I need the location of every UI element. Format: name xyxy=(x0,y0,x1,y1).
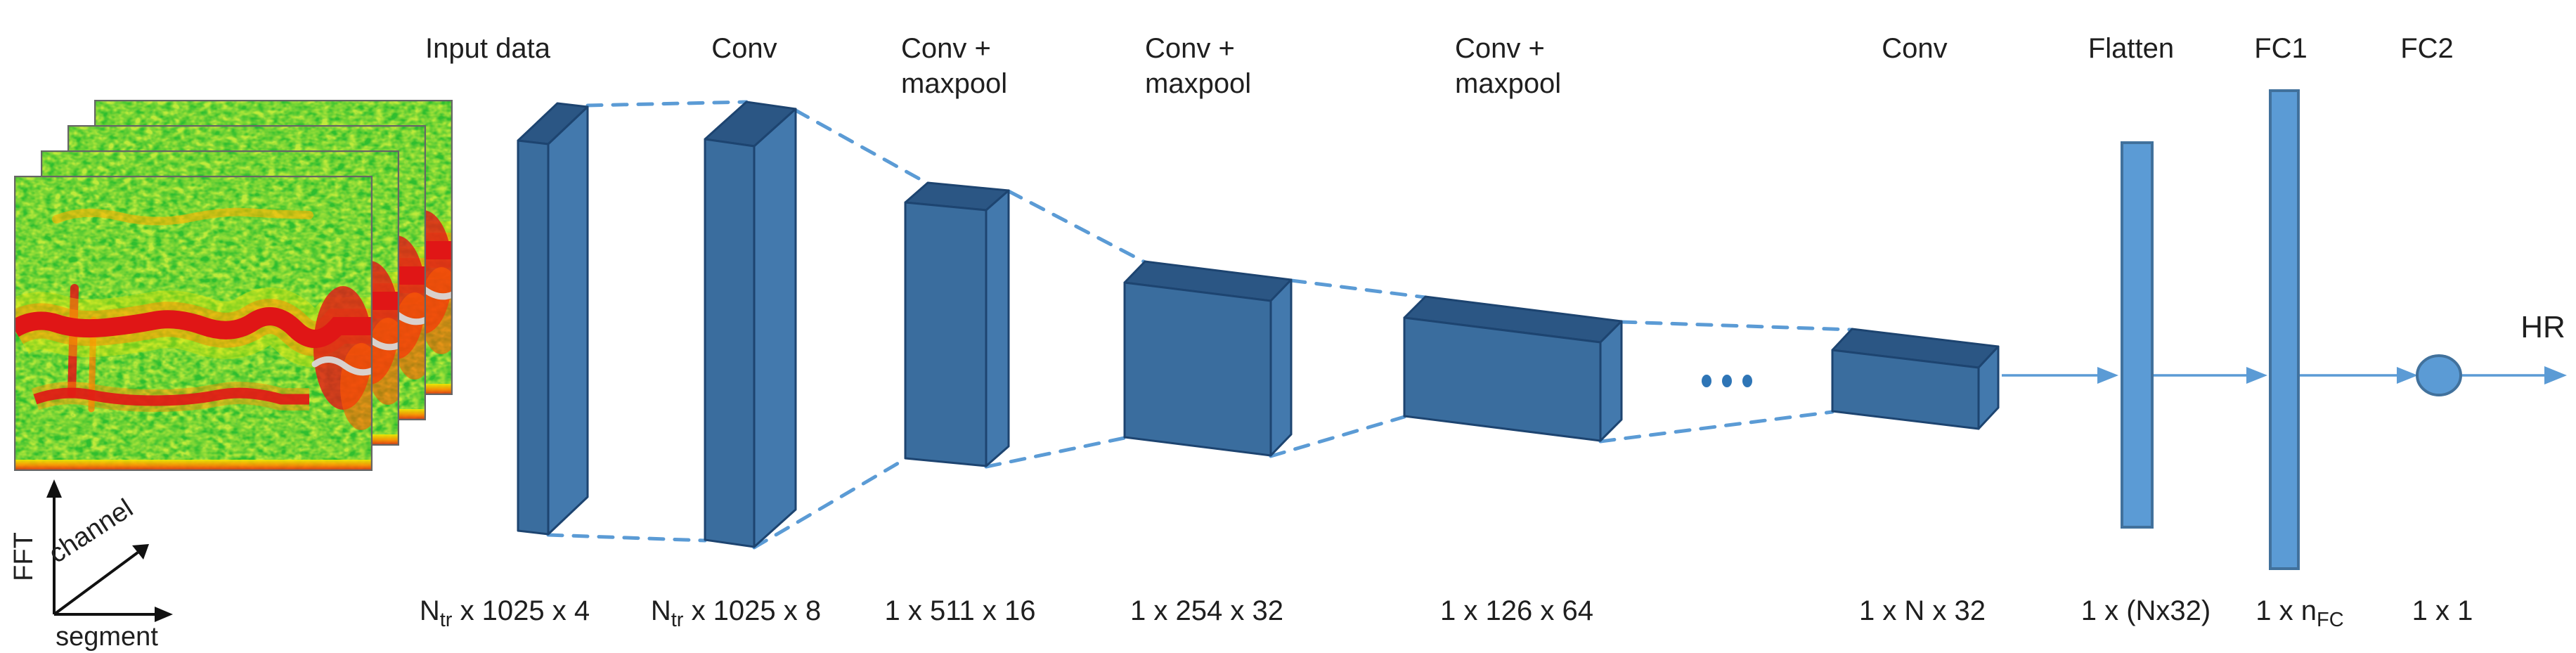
box-front-face xyxy=(1123,281,1272,457)
box-side-face xyxy=(1599,320,1623,442)
input-spectrogram-stack xyxy=(14,100,462,471)
fc1-bar xyxy=(2269,89,2300,570)
box-side-face xyxy=(1269,278,1293,457)
dim-conv1-sub: tr xyxy=(671,609,684,631)
dim-fc1-sub: FC xyxy=(2317,609,2344,631)
spectrogram-layer-1 xyxy=(14,176,382,471)
dim-flatten: 1 x (Nx32) xyxy=(2081,595,2211,626)
layer-box-pool3 xyxy=(1403,295,1623,442)
dimension-labels: Ntr x 1025 x 4 Ntr x 1025 x 8 1 x 511 x … xyxy=(420,595,2473,631)
stage-labels: Input data Conv Conv + maxpool Conv + ma… xyxy=(425,33,2565,344)
label-fc2: FC2 xyxy=(2400,33,2454,64)
connector-top-1 xyxy=(585,100,749,108)
arrow-conv-to-flatten-head-icon xyxy=(2097,367,2118,384)
connector-top-3 xyxy=(1007,189,1147,264)
layer-box-conv-last xyxy=(1831,328,2000,430)
label-input-data: Input data xyxy=(425,33,551,64)
dim-pool1: 1 x 511 x 16 xyxy=(885,595,1036,626)
connector-bottom-4 xyxy=(1269,415,1406,458)
label-conv1: Conv xyxy=(711,33,777,64)
dot-2 xyxy=(1722,375,1732,387)
box-front-face xyxy=(704,138,756,548)
arrow-flatten-to-fc1-head-icon xyxy=(2246,367,2267,384)
arrow-output-head-icon xyxy=(2544,366,2567,384)
box-front-face xyxy=(1831,349,1980,430)
dim-fc2: 1 x 1 xyxy=(2412,595,2473,626)
conv-layer-boxes xyxy=(517,101,2000,548)
connector-bottom-5 xyxy=(1598,410,1834,444)
connector-top-4 xyxy=(1289,278,1428,299)
dim-fc1: 1 x nFC xyxy=(2255,595,2343,631)
dim-conv1-pre: N xyxy=(651,595,671,626)
channel-axis-arrowhead-icon xyxy=(132,544,149,560)
label-conv-maxpool-1-line1: Conv + xyxy=(901,33,991,64)
layer-box-pool2 xyxy=(1123,260,1293,457)
box-side-face xyxy=(753,108,797,548)
label-conv-maxpool-3: Conv + maxpool xyxy=(1455,33,1561,99)
label-conv-maxpool-1: Conv + maxpool xyxy=(901,33,1007,99)
dim-conv-last: 1 x N x 32 xyxy=(1859,595,1986,626)
fc2-neuron xyxy=(2416,354,2462,396)
box-front-face xyxy=(517,139,550,536)
segment-axis-arrowhead-icon xyxy=(155,607,173,622)
dim-conv1: Ntr x 1025 x 8 xyxy=(651,595,821,631)
connector-bottom-2 xyxy=(752,457,907,550)
label-conv-maxpool-2: Conv + maxpool xyxy=(1145,33,1251,99)
flatten-bar xyxy=(2121,141,2154,529)
channel-axis-label: channel xyxy=(44,493,138,569)
label-conv-maxpool-1-line2: maxpool xyxy=(901,68,1007,99)
dim-pool2-pre: 1 x 254 x 32 xyxy=(1130,595,1283,626)
dim-input-pre: N xyxy=(420,595,440,626)
label-conv-maxpool-3-line1: Conv + xyxy=(1455,33,1545,64)
box-front-face xyxy=(904,201,988,467)
dim-pool3-pre: 1 x 126 x 64 xyxy=(1440,595,1593,626)
dim-pool2: 1 x 254 x 32 xyxy=(1130,595,1283,626)
flow-arrows xyxy=(2002,366,2567,384)
connector-bottom-1 xyxy=(546,533,707,543)
channel-axis-line xyxy=(53,551,139,616)
dim-flatten-pre: 1 x (Nx32) xyxy=(2081,595,2211,626)
fft-axis-label: FFT xyxy=(9,532,39,581)
dim-pool1-pre: 1 x 511 x 16 xyxy=(885,595,1036,626)
dot-1 xyxy=(1702,375,1711,387)
ellipsis-dots-icon xyxy=(1702,375,1752,387)
connector-bottom-3 xyxy=(984,436,1127,469)
label-flatten: Flatten xyxy=(2088,33,2174,64)
dim-fc1-pre: 1 x n xyxy=(2255,595,2317,626)
box-side-face xyxy=(985,189,1010,467)
fft-axis-arrowhead-icon xyxy=(46,479,62,498)
label-conv-maxpool-2-line2: maxpool xyxy=(1145,68,1251,99)
dim-input-sub: tr xyxy=(440,609,453,631)
layer-box-pool1 xyxy=(904,181,1010,467)
box-side-face xyxy=(547,105,589,536)
label-conv-maxpool-3-line2: maxpool xyxy=(1455,68,1561,99)
layer-box-input xyxy=(517,102,589,536)
label-conv-maxpool-2-line1: Conv + xyxy=(1145,33,1235,64)
dim-input-post: x 1025 x 4 xyxy=(452,595,590,626)
dim-fc2-pre: 1 x 1 xyxy=(2412,595,2473,626)
label-conv-last: Conv xyxy=(1882,33,1947,64)
connector-top-5 xyxy=(1619,320,1854,332)
dot-3 xyxy=(1742,375,1752,387)
dim-pool3: 1 x 126 x 64 xyxy=(1440,595,1593,626)
label-output-hr: HR xyxy=(2520,310,2565,344)
box-front-face xyxy=(1403,316,1602,442)
dim-conv-last-pre: 1 x N x 32 xyxy=(1859,595,1986,626)
arrow-fc1-to-fc2-head-icon xyxy=(2397,367,2418,384)
segment-axis-label: segment xyxy=(56,622,158,652)
dashed-connectors xyxy=(546,100,1854,550)
connector-top-2 xyxy=(794,108,930,186)
dim-input: Ntr x 1025 x 4 xyxy=(420,595,590,631)
label-fc1: FC1 xyxy=(2254,33,2308,64)
axes-legend: FFT channel segment xyxy=(9,479,173,652)
layer-box-conv1 xyxy=(704,101,797,548)
dim-conv1-post: x 1025 x 8 xyxy=(683,595,821,626)
